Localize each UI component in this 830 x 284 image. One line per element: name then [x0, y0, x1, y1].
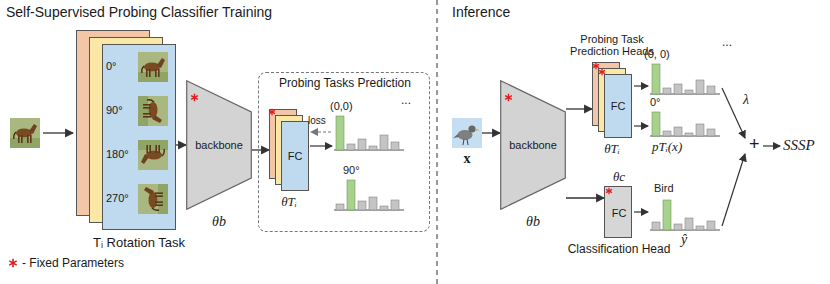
legend-text: - Fixed Parameters	[22, 256, 124, 270]
box-label: FC	[288, 150, 303, 163]
trapezoid-outline	[187, 81, 252, 210]
sum-arrow	[722, 88, 745, 138]
prediction-arrow	[634, 85, 648, 86]
backbone-trapezoid: backboneθb	[500, 80, 566, 210]
loss-arrow	[311, 131, 331, 132]
rotation-angle: 0°	[106, 60, 117, 73]
input-bird-image	[452, 118, 482, 148]
score-symbol: SSSP	[783, 137, 815, 154]
bar-chart	[652, 64, 660, 94]
classification-head: θcFCClassification Head	[604, 186, 632, 238]
bar-chart	[650, 64, 720, 94]
connector	[252, 149, 269, 150]
bar-chart	[674, 84, 682, 94]
connector	[482, 132, 500, 133]
task-caption: Tᵢ Rotation Task	[93, 236, 185, 251]
sum-sign: +	[749, 134, 760, 155]
input-image: x	[452, 118, 482, 148]
bar-chart	[674, 224, 682, 230]
bar-chart	[391, 200, 399, 210]
bar-chart	[391, 142, 399, 150]
bar-chart	[685, 133, 693, 136]
bar-label: (0, 0)	[644, 48, 670, 61]
box-label: FC	[612, 207, 627, 220]
parameter-symbol: θTᵢ	[281, 195, 297, 210]
sum-arrow	[722, 154, 745, 226]
bar-chart	[685, 90, 693, 94]
fc-head-stack: FCθTᵢ	[269, 109, 309, 191]
input-symbol: x	[464, 151, 471, 167]
bar-chart	[663, 200, 671, 230]
prediction-symbol: ŷ	[681, 232, 687, 248]
parameter-symbol: θc	[613, 170, 625, 185]
legend-swatch	[8, 258, 18, 268]
rotation-angle: 270°	[106, 192, 129, 205]
bar-label: Bird	[654, 182, 674, 195]
fixed-star	[9, 259, 16, 267]
bar-chart	[650, 112, 720, 136]
backbone-trapezoid: backboneθb	[186, 80, 252, 210]
bar-chart	[358, 201, 366, 210]
bar-chart	[358, 139, 366, 150]
trapezoid-outline	[501, 81, 566, 210]
weight-symbol: λ	[743, 92, 749, 108]
parameter-symbol: θb	[212, 214, 226, 230]
section-title: Self-Supervised Probing Classifier Train…	[6, 4, 272, 20]
connector	[566, 197, 604, 198]
parameter-symbol: θb	[526, 214, 540, 230]
bar-chart	[674, 127, 682, 136]
region-title: Probing Tasks Prediction	[279, 77, 411, 91]
input-arrow	[43, 132, 73, 133]
bar-chart	[334, 180, 404, 210]
bar-chart	[380, 206, 388, 210]
bar-chart	[347, 144, 355, 150]
bar-chart	[336, 204, 344, 210]
bar-label: (0,0)	[330, 100, 353, 113]
bar-label: 90°	[343, 164, 360, 177]
bar-chart	[347, 180, 355, 210]
bar-chart	[696, 80, 704, 94]
bar-chart	[650, 200, 720, 230]
box-label: backbone	[195, 139, 243, 152]
rotation-task-stack: 0°90°180°270°Tᵢ Rotation Task	[76, 30, 176, 230]
prediction-arrow	[310, 145, 332, 146]
legend-entry: - Fixed Parameters	[8, 256, 124, 270]
section-divider	[436, 0, 437, 284]
rotation-angle: 90°	[106, 104, 123, 117]
prediction-arrow	[634, 125, 648, 126]
bar-chart	[380, 135, 388, 150]
bar-chart	[707, 221, 715, 230]
box-label: backbone	[509, 139, 557, 152]
ellipsis: ...	[722, 36, 732, 50]
section-title: Inference	[452, 4, 510, 20]
bar-chart	[369, 197, 377, 210]
head-caption: Classification Head	[568, 243, 671, 257]
rotation-angle: 180°	[106, 148, 129, 161]
prediction-arrow	[634, 211, 648, 212]
bar-chart	[707, 86, 715, 94]
fc-head-stack: Probing Task Prediction HeadsFCθTᵢ	[592, 62, 632, 138]
loss-label: loss	[308, 115, 326, 127]
bar-chart	[336, 116, 344, 150]
score-arrow	[763, 145, 780, 146]
input-horse-image	[10, 118, 40, 148]
bar-chart	[652, 222, 660, 230]
bar-chart	[334, 116, 404, 150]
bar-chart	[707, 129, 715, 136]
bar-chart	[696, 124, 704, 136]
bar-chart	[652, 112, 660, 136]
parameter-symbol: θTᵢ	[604, 142, 620, 157]
bar-chart	[685, 218, 693, 230]
bar-chart	[696, 226, 704, 230]
bar-chart	[663, 131, 671, 136]
bar-chart	[369, 146, 377, 150]
ellipsis: ...	[401, 94, 411, 108]
bar-label: 0°	[650, 96, 661, 109]
bar-chart	[663, 88, 671, 94]
connector	[566, 108, 592, 109]
box-label: FC	[611, 100, 626, 113]
connector	[176, 144, 186, 145]
probability-symbol: pTᵢ(x)	[652, 140, 682, 155]
